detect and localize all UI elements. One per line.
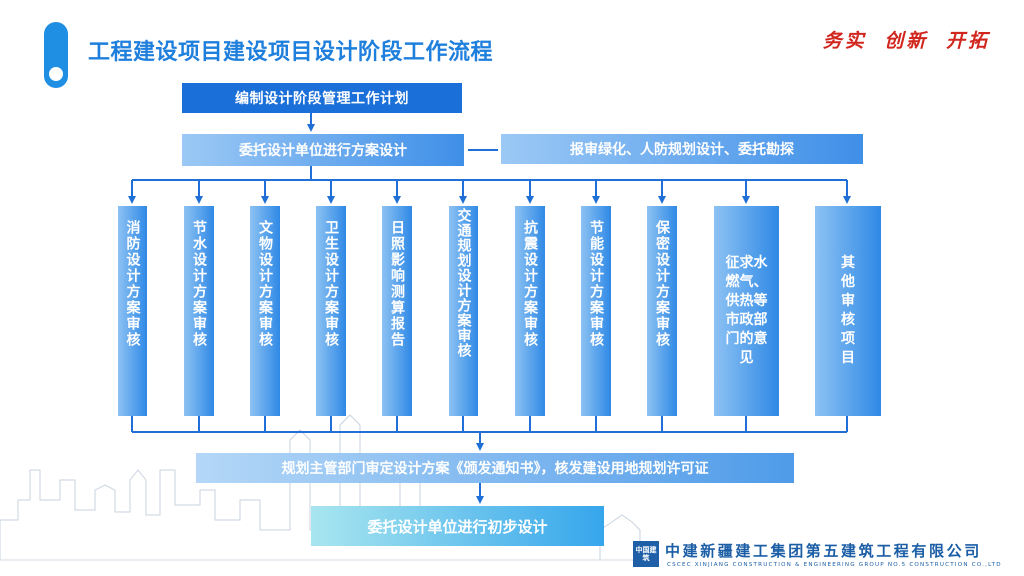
- company-name-en: CSCEC XINJIANG CONSTRUCTION & ENGINEERIN…: [667, 562, 1002, 568]
- review-label: 节水设计方案审核: [191, 220, 207, 348]
- review-box-heritage: 文物设计方案审核: [250, 206, 280, 416]
- planning-approval-box: 规划主管部门审定设计方案《颁发通知书》，核发建设用地规划许可证: [196, 453, 794, 483]
- review-box-other: 其他审核项目: [815, 206, 881, 416]
- side-approval-box: 报审绿化、人防规划设计、委托勘探: [501, 134, 863, 164]
- review-box-sunlight: 日照影响测算报告: [382, 206, 412, 416]
- plan-step-box: 编制设计阶段管理工作计划: [182, 83, 462, 113]
- rise-lines: [131, 416, 848, 432]
- drop-arrows: [128, 180, 851, 204]
- review-label: 卫生设计方案审核: [323, 220, 339, 348]
- review-box-water: 节水设计方案审核: [184, 206, 214, 416]
- review-box-seismic: 抗震设计方案审核: [515, 206, 545, 416]
- entrust-scheme-design-box: 委托设计单位进行方案设计: [182, 134, 464, 166]
- review-label: 日照影响测算报告: [389, 220, 405, 348]
- company-logo-icon: 中国建筑: [633, 541, 659, 567]
- review-box-sanitation: 卫生设计方案审核: [316, 206, 346, 416]
- review-box-energy: 节能设计方案审核: [581, 206, 611, 416]
- review-box-municipal: 征求水燃气、供热等市政部门的意见: [714, 206, 779, 416]
- review-box-traffic: 交通规划设计方案审核: [449, 206, 478, 416]
- company-name: 中建新疆建工集团第五建筑工程有限公司: [665, 542, 982, 560]
- review-label: 抗震设计方案审核: [522, 220, 538, 348]
- review-label: 其他审核项目: [841, 255, 855, 366]
- title-badge-icon: [44, 22, 68, 88]
- badge-dot: [49, 67, 63, 81]
- slogan: 务实 创新 开拓: [822, 30, 990, 52]
- page-title: 工程建设项目建设项目设计阶段工作流程: [88, 40, 494, 65]
- review-label: 节能设计方案审核: [588, 220, 604, 348]
- preliminary-design-box: 委托设计单位进行初步设计: [311, 506, 604, 546]
- review-box-fire: 消防设计方案审核: [118, 206, 147, 416]
- review-label: 消防设计方案审核: [124, 220, 141, 348]
- review-box-secrecy: 保密设计方案审核: [647, 206, 677, 416]
- review-label: 交通规划设计方案审核: [455, 208, 472, 358]
- review-label: 保密设计方案审核: [654, 220, 670, 348]
- review-label: 文物设计方案审核: [257, 220, 273, 348]
- review-label: 征求水燃气、供热等市政部门的意见: [725, 255, 768, 366]
